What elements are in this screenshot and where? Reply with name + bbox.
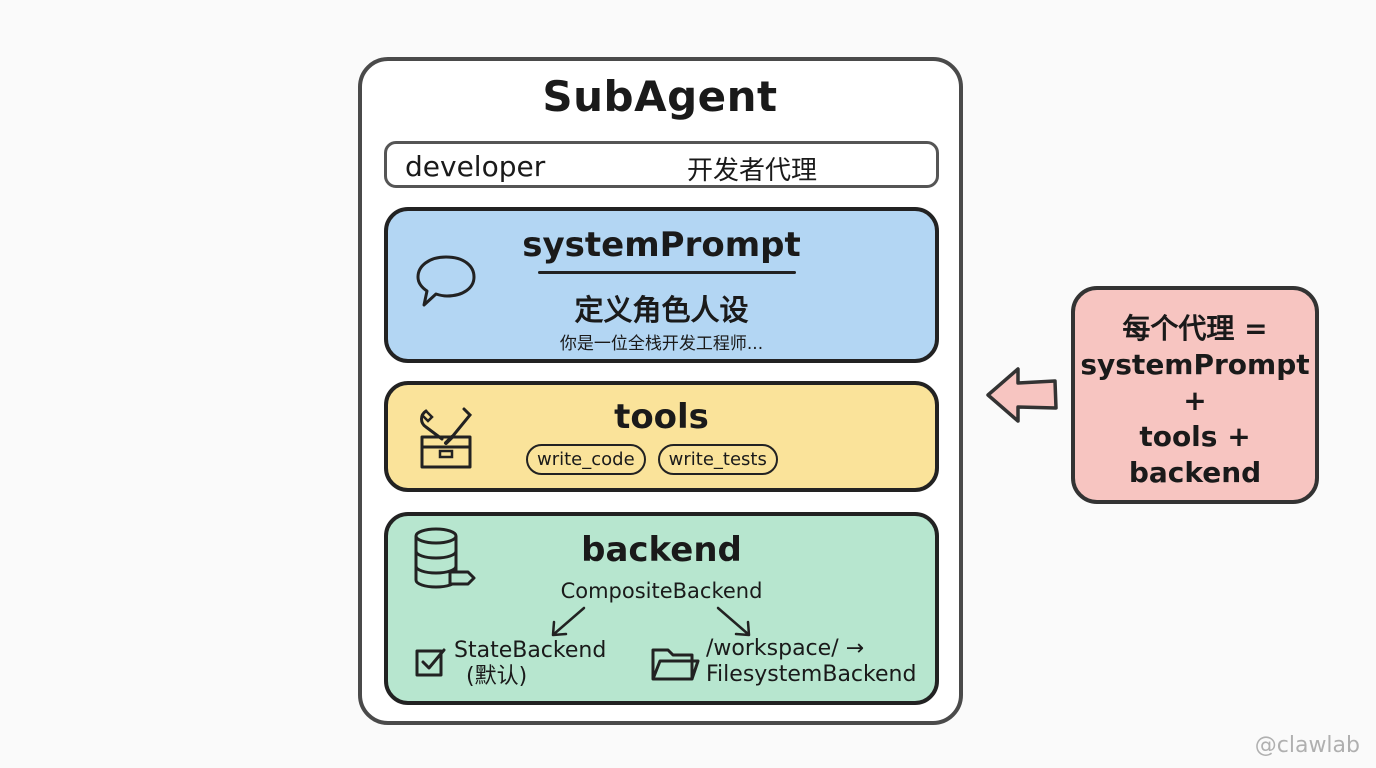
filesystem-backend-label: /workspace/ → FilesystemBackend bbox=[706, 636, 916, 688]
toolbox-icon bbox=[420, 407, 473, 469]
state-backend-label: StateBackend (默认) bbox=[454, 638, 606, 690]
backend-panel: backend CompositeBackend StateBackend (默… bbox=[384, 512, 939, 705]
diagram-title: SubAgent bbox=[542, 72, 778, 121]
side-note: 每个代理 = systemPrompt + tools + backend bbox=[1071, 286, 1319, 504]
tools-panel: tools write_code write_tests bbox=[384, 381, 939, 492]
speech-bubble-icon bbox=[416, 255, 476, 307]
workspace-route: /workspace/ → bbox=[706, 636, 865, 661]
watermark: @clawlab bbox=[1254, 733, 1360, 758]
system-prompt-heading: systemPrompt bbox=[522, 225, 801, 265]
tool-chip: write_tests bbox=[657, 444, 778, 475]
side-note-line: 每个代理 = bbox=[1122, 312, 1268, 345]
database-export-icon bbox=[414, 527, 476, 589]
tool-chip-list: write_code write_tests bbox=[526, 444, 790, 475]
composite-backend-label: CompositeBackend bbox=[560, 579, 763, 603]
side-note-line: + bbox=[1183, 384, 1207, 417]
state-backend-default: (默认) bbox=[466, 664, 528, 689]
checkbox-icon bbox=[415, 648, 446, 677]
side-note-line: backend bbox=[1128, 456, 1262, 489]
identity-row: developer 开发者代理 bbox=[384, 141, 939, 188]
heading-underline bbox=[538, 271, 796, 274]
left-arrow-icon bbox=[986, 367, 1058, 423]
branch-arrows bbox=[551, 606, 751, 637]
agent-name: developer bbox=[405, 150, 546, 183]
tools-heading: tools bbox=[614, 397, 709, 437]
system-prompt-subtitle: 定义角色人设 bbox=[574, 293, 749, 327]
tool-chip: write_code bbox=[526, 444, 646, 475]
side-note-line: systemPrompt bbox=[1080, 348, 1310, 381]
backend-heading: backend bbox=[581, 530, 742, 570]
filesystem-backend-name: FilesystemBackend bbox=[706, 662, 917, 687]
folder-icon bbox=[651, 648, 700, 681]
agent-description: 开发者代理 bbox=[687, 156, 818, 186]
system-prompt-panel: systemPrompt 定义角色人设 你是一位全栈开发工程师... bbox=[384, 207, 939, 363]
side-note-line: tools + bbox=[1139, 420, 1251, 453]
system-prompt-example: 你是一位全栈开发工程师... bbox=[559, 334, 764, 354]
state-backend-name: StateBackend bbox=[454, 638, 607, 663]
